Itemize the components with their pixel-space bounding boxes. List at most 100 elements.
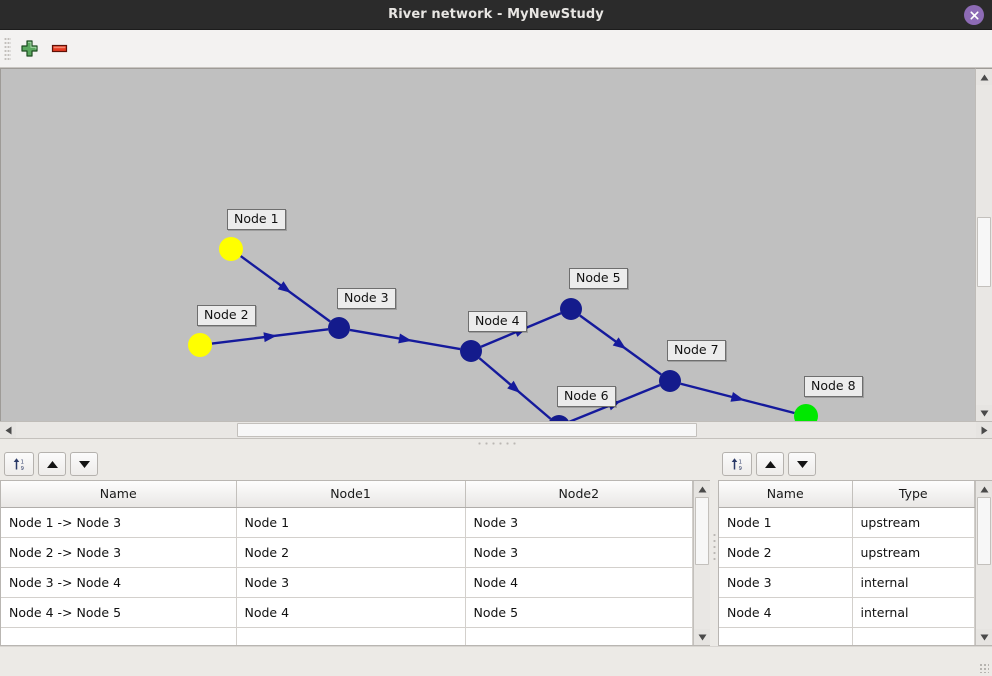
table-cell[interactable]: Node 3 [465,537,693,568]
graph-node-label[interactable]: Node 3 [337,288,396,309]
toolbar-drag-handle[interactable] [4,36,11,61]
table-cell[interactable]: Node 1 -> Node 3 [1,507,237,538]
graph-node[interactable] [794,404,818,421]
arrow-down-icon[interactable] [70,452,98,476]
graph-node[interactable] [548,415,570,421]
table-cell[interactable] [719,627,853,645]
arrow-down-icon[interactable] [788,452,816,476]
column-header[interactable]: Type [852,481,975,508]
reach-vscroll-track[interactable] [694,497,710,629]
graph-node[interactable] [560,298,582,320]
graph-node[interactable] [219,237,243,261]
table-row-empty[interactable] [1,627,693,645]
scroll-right-icon[interactable] [976,422,992,438]
sort-az-icon[interactable]: 1 9 [722,452,752,476]
scroll-down-icon[interactable] [694,629,710,645]
graph-node[interactable] [328,317,350,339]
column-header[interactable]: Node1 [236,481,466,508]
graph-node-label[interactable]: Node 1 [227,209,286,230]
splitter-grip-dots [476,442,516,445]
table-cell[interactable]: Node 3 [719,567,853,598]
scroll-up-icon[interactable] [694,481,710,497]
graph-node[interactable] [188,333,212,357]
table-cell[interactable] [852,627,975,645]
arrow-up-icon[interactable] [38,452,66,476]
table-cell[interactable]: Node 3 -> Node 4 [1,567,237,598]
graph-node-label[interactable]: Node 7 [667,340,726,361]
scroll-down-icon[interactable] [976,629,992,645]
graph-node-label[interactable]: Node 2 [197,305,256,326]
graph-hscroll-thumb[interactable] [237,423,697,437]
graph-vscroll-thumb[interactable] [977,217,991,287]
graph-horizontal-scrollbar[interactable] [0,421,992,438]
node-pane-toolbar: 1 9 [718,448,992,480]
remove-minus-icon[interactable] [44,35,74,63]
table-cell[interactable]: Node 1 [719,507,853,538]
node-vscroll-track[interactable] [976,497,992,629]
column-header[interactable]: Node2 [465,481,693,508]
column-header[interactable]: Name [719,481,853,508]
scroll-left-icon[interactable] [0,422,16,438]
sort-az-icon[interactable]: 1 9 [4,452,34,476]
graph-node[interactable] [659,370,681,392]
table-cell[interactable]: Node 4 [236,597,466,628]
scroll-up-icon[interactable] [976,481,992,497]
table-cell[interactable] [1,627,237,645]
network-canvas[interactable]: Node 1 Node 2 Node 3 Node 4 Node 5 Node 6 Node… [0,68,975,421]
graph-vscroll-track[interactable] [976,85,992,405]
table-cell[interactable]: Node 5 [465,597,693,628]
graph-vertical-scrollbar[interactable] [975,68,992,421]
graph-node-label[interactable]: Node 6 [557,386,616,407]
table-cell[interactable]: internal [852,597,975,628]
table-cell[interactable]: Node 2 [236,537,466,568]
table-cell[interactable]: Node 1 [236,507,466,538]
column-header[interactable]: Name [1,481,237,508]
close-icon[interactable] [964,5,984,25]
graph-hscroll-track[interactable] [16,422,976,438]
table-cell[interactable]: Node 4 [465,567,693,598]
table-cell[interactable]: upstream [852,507,975,538]
table-cell[interactable] [465,627,693,645]
scroll-up-icon[interactable] [976,69,992,85]
node-vscroll-thumb[interactable] [977,497,991,565]
scroll-down-icon[interactable] [976,405,992,421]
table-row-empty[interactable] [719,627,975,645]
node-table-vertical-scrollbar[interactable] [975,481,992,645]
graph-node-label[interactable]: Node 4 [468,311,527,332]
table-cell[interactable]: internal [852,567,975,598]
graph-node-label[interactable]: Node 8 [804,376,863,397]
arrow-up-icon[interactable] [756,452,784,476]
table-cell[interactable]: Node 2 -> Node 3 [1,537,237,568]
table-cell[interactable] [236,627,466,645]
graph-node-label[interactable]: Node 5 [569,268,628,289]
edges-group [211,255,795,421]
graph-edge-arrow [263,332,277,343]
graph-node[interactable] [460,340,482,362]
table-cell[interactable]: Node 4 [719,597,853,628]
window-resize-grip[interactable] [979,663,989,673]
table-cell[interactable]: Node 4 -> Node 5 [1,597,237,628]
table-cell[interactable]: Node 3 [236,567,466,598]
reach-table-vertical-scrollbar[interactable] [693,481,710,645]
table-cell[interactable]: upstream [852,537,975,568]
add-plus-icon[interactable] [14,35,44,63]
reach-vscroll-thumb[interactable] [695,497,709,565]
vertical-splitter[interactable] [710,448,718,646]
table-cell[interactable]: Node 3 [465,507,693,538]
horizontal-splitter[interactable] [0,438,992,448]
graph-panel: Node 1 Node 2 Node 3 Node 4 Node 5 Node 6 Node… [0,68,992,438]
table-cell[interactable]: Node 2 [719,537,853,568]
